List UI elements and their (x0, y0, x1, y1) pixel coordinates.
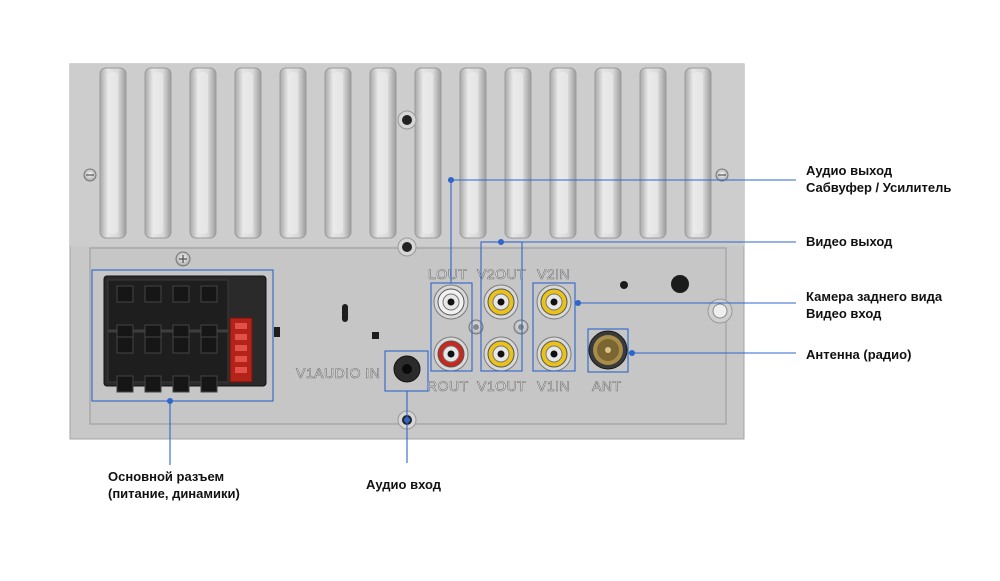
connector-pin (117, 337, 133, 353)
callout-main-connector-line2: (питание, динамики) (108, 485, 240, 502)
callout-antenna: Антенна (радио) (806, 346, 911, 363)
connector-pin (201, 286, 217, 302)
connector-pin (201, 337, 217, 353)
small-slot-icon (274, 327, 280, 337)
heatsink-fin-highlight (243, 72, 253, 234)
heatsink-fin-highlight (378, 72, 388, 234)
heatsink-fin-highlight (468, 72, 478, 234)
label-v1in: V1IN (537, 378, 570, 394)
callout-rear-camera-line2: Видео вход (806, 305, 942, 322)
v1audio-in-jack[interactable] (394, 356, 420, 382)
connector-pin (173, 337, 189, 353)
label-v1out: V1OUT (477, 378, 526, 394)
heatsink-fin-highlight (423, 72, 433, 234)
main-iso-connector[interactable] (104, 276, 266, 392)
rca-v1out[interactable] (484, 337, 518, 371)
bolt-icon (514, 320, 528, 334)
label-v2in: V2IN (537, 266, 570, 282)
antenna-socket[interactable] (589, 331, 627, 369)
callout-antenna-line1: Антенна (радио) (806, 346, 911, 363)
rca-v1in[interactable] (537, 337, 571, 371)
screw-connector-icon (176, 252, 190, 266)
hole-icon (671, 275, 689, 293)
callout-main-connector-line1: Основной разъем (108, 468, 240, 485)
screw-top-left-icon (84, 169, 96, 181)
heatsink-fin-highlight (693, 72, 703, 234)
label-v1audio-in: V1AUDIO IN (296, 365, 380, 381)
heatsink-fin-highlight (648, 72, 658, 234)
callout-audio-in-line1: Аудио вход (366, 476, 441, 493)
callout-audio-out-line2: Сабвуфер / Усилитель (806, 179, 951, 196)
small-hole-icon (620, 281, 628, 289)
connector-pin (145, 286, 161, 302)
connector-pin (117, 376, 133, 392)
callout-video-out: Видео выход (806, 233, 892, 250)
rca-rout[interactable] (434, 337, 468, 371)
label-lout: LOUT (428, 266, 467, 282)
connector-pin (117, 286, 133, 302)
connector-pin (145, 337, 161, 353)
rca-v2in[interactable] (537, 285, 571, 319)
label-ant: ANT (592, 378, 622, 394)
callout-audio-out-line1: Аудио выход (806, 162, 951, 179)
small-slot-icon (372, 332, 379, 339)
connector-pin (173, 376, 189, 392)
rca-v2out[interactable] (484, 285, 518, 319)
heatsink-fin-highlight (288, 72, 298, 234)
rca-lout[interactable] (434, 285, 468, 319)
screw-top-right-icon (716, 169, 728, 181)
heatsink-fin-highlight (198, 72, 208, 234)
callout-audio-in: Аудио вход (366, 476, 441, 493)
connector-pin (145, 376, 161, 392)
callout-rear-camera: Камера заднего вида Видео вход (806, 288, 942, 322)
heatsink-fin-highlight (603, 72, 613, 234)
label-v2out: V2OUT (477, 266, 526, 282)
slot-icon (342, 304, 348, 322)
mount-hole-icon (398, 238, 416, 256)
screw-center-icon (398, 111, 416, 129)
connector-pin (173, 286, 189, 302)
heatsink-fin-highlight (333, 72, 343, 234)
callout-video-out-line1: Видео выход (806, 233, 892, 250)
label-rout: ROUT (427, 378, 469, 394)
heatsink-fin-highlight (558, 72, 568, 234)
callout-audio-out: Аудио выход Сабвуфер / Усилитель (806, 162, 951, 196)
callout-main-connector: Основной разъем (питание, динамики) (108, 468, 240, 502)
heatsink-fin-highlight (153, 72, 163, 234)
callout-rear-camera-line1: Камера заднего вида (806, 288, 942, 305)
heatsink-fin-highlight (108, 72, 118, 234)
connector-pin (201, 376, 217, 392)
heatsink-fin-highlight (513, 72, 523, 234)
